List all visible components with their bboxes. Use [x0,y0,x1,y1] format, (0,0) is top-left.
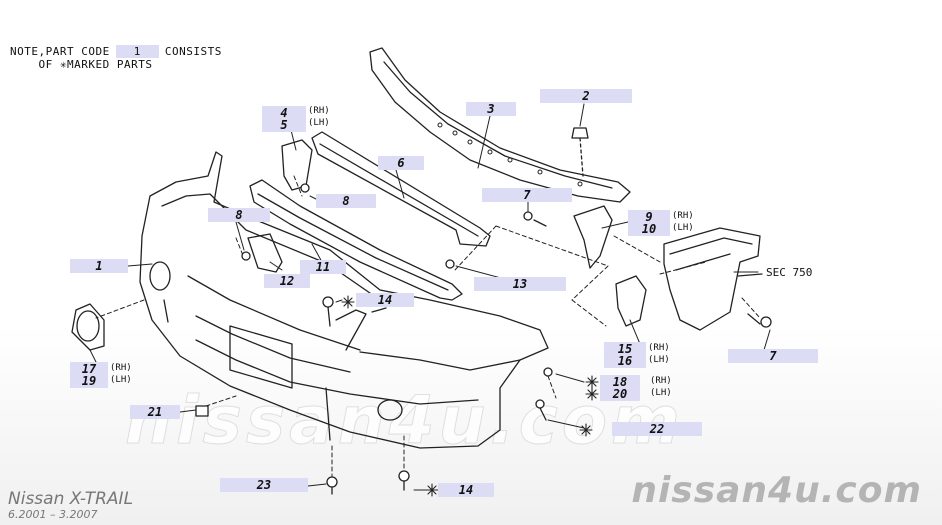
side-member [663,227,761,331]
callout-10-side: (LH) [672,223,694,233]
callout-21[interactable]: 21 [130,405,180,419]
callout-16[interactable]: 16 [604,354,646,368]
bracket-15-16 [615,275,647,327]
section-reference[interactable]: SEC 750 [766,266,813,279]
callout-22[interactable]: 22 [612,422,702,436]
callout-11[interactable]: 11 [300,260,346,274]
callout-14-lower[interactable]: 14 [438,483,494,497]
part-code-note: NOTE,PART CODE 1 CONSISTS OF ✳MARKED PARTS [10,45,222,71]
callout-17-side: (RH) [110,363,132,373]
callout-20-side: (LH) [650,388,672,398]
callout-18-side: (RH) [650,376,672,386]
bracket-9-10 [573,205,613,269]
callout-2[interactable]: 2 [540,89,632,103]
callout-10[interactable]: 10 [628,222,670,236]
bumper-fascia [139,151,549,449]
callout-1[interactable]: 1 [70,259,128,273]
callout-5-side: (LH) [308,118,330,128]
callout-9-side: (RH) [672,211,694,221]
fog-lamp [71,303,105,351]
bracket-12 [247,233,283,273]
callout-4-side: (RH) [308,106,330,116]
watermark-logo: nissan4u.com [631,470,922,511]
callout-16-side: (LH) [648,355,670,365]
marked-part-asterisks [341,295,599,497]
callout-15[interactable]: 15 [604,342,646,356]
callout-18[interactable]: 18 [600,375,640,389]
energy-absorber [249,179,463,301]
callout-5[interactable]: 5 [262,118,306,132]
production-dates: 6.2001 – 3.2007 [8,508,98,521]
note-line-2: OF ✳MARKED PARTS [38,58,153,71]
callout-8-left[interactable]: 8 [208,208,270,222]
fasteners [195,183,772,495]
callout-19-side: (LH) [110,375,132,385]
callout-13[interactable]: 13 [474,277,566,291]
clip-2 [571,127,589,139]
callout-3[interactable]: 3 [466,102,516,116]
callout-8-right[interactable]: 8 [316,194,376,208]
callout-14-upper[interactable]: 14 [356,293,414,307]
reinforcement-bar [369,47,631,203]
note-suffix: CONSISTS [164,45,222,58]
callout-23[interactable]: 23 [220,478,308,492]
callout-9[interactable]: 9 [628,210,670,224]
callout-19[interactable]: 19 [70,374,108,388]
upper-beam [311,131,491,247]
callout-15-side: (RH) [648,343,670,353]
note-prefix: NOTE,PART CODE [10,45,110,58]
note-part-code: 1 [115,45,159,58]
vehicle-title: Nissan X-TRAIL [8,489,134,509]
callout-6[interactable]: 6 [378,156,424,170]
callout-7-upper[interactable]: 7 [482,188,572,202]
callout-12[interactable]: 12 [264,274,310,288]
callout-17[interactable]: 17 [70,362,108,376]
callout-4[interactable]: 4 [262,106,306,120]
callout-7-lower[interactable]: 7 [728,349,818,363]
callout-20[interactable]: 20 [600,387,640,401]
